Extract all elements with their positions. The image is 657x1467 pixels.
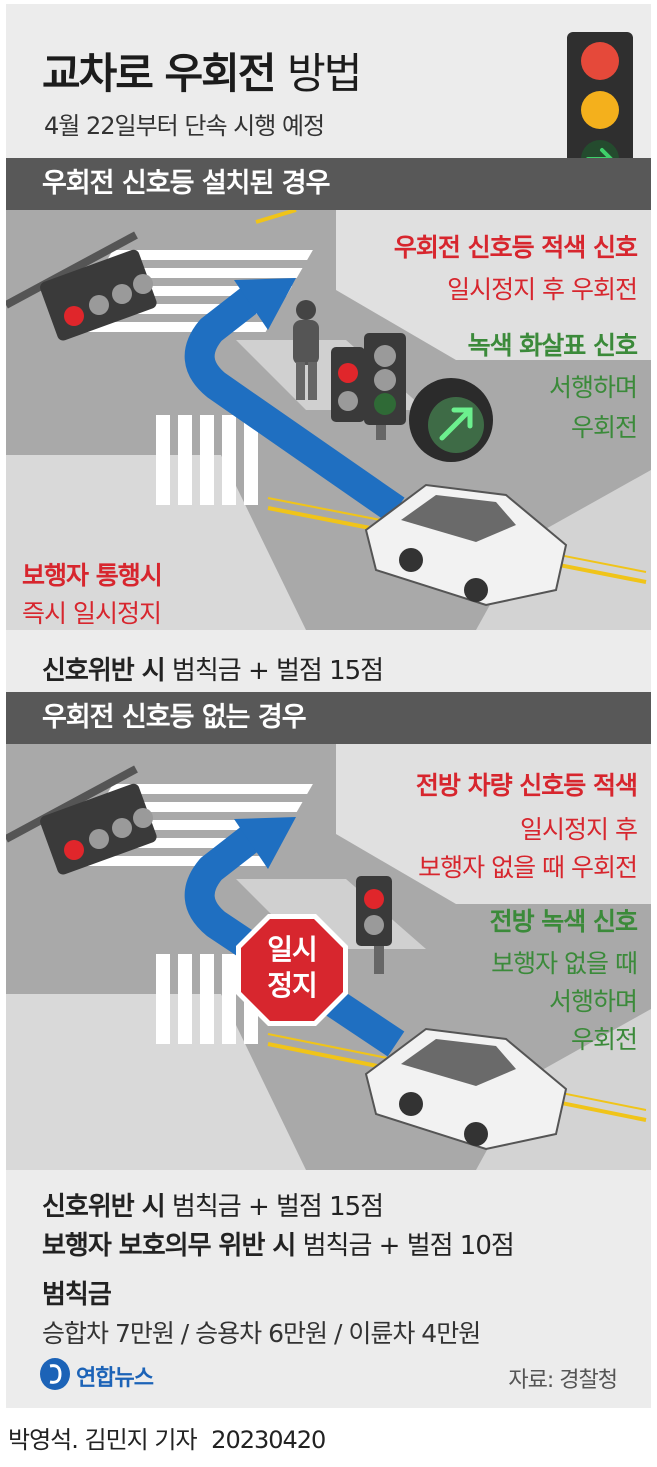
s1-pedestrian-desc: 즉시 일시정지 — [22, 599, 162, 628]
title-bold: 교차로 우회전 — [42, 49, 276, 98]
s2-front-green-desc-1: 보행자 없을 때 — [491, 949, 638, 978]
s1-green-arrow-desc-2: 우회전 — [570, 413, 638, 442]
car-icon — [364, 1027, 568, 1151]
page-title: 교차로 우회전 방법 — [42, 40, 362, 101]
section2-heading: 우회전 신호등 없는 경우 — [6, 692, 651, 744]
section1-heading: 우회전 신호등 설치된 경우 — [6, 158, 651, 210]
s2-penalty-1-bold: 신호위반 시 — [42, 1192, 166, 1222]
stop-sign-line2: 정지 — [267, 969, 318, 1002]
s1-green-arrow-title: 녹색 화살표 신호 — [467, 331, 638, 360]
car-icon — [364, 483, 568, 607]
s2-front-red-desc-2: 보행자 없을 때 우회전 — [418, 853, 638, 882]
s1-penalty: 신호위반 시 범칙금 + 벌점 15점 — [42, 650, 384, 687]
s2-front-green-desc-3: 우회전 — [570, 1025, 638, 1054]
stop-sign-line1: 일시 — [267, 933, 318, 966]
s2-penalty-2-bold: 보행자 보호의무 위반 시 — [42, 1231, 296, 1261]
infographic: 교차로 우회전 방법 4월 22일부터 단속 시행 예정 우회전 신호등 설치된… — [6, 4, 651, 1408]
s2-front-green-desc-2: 서행하며 — [548, 987, 638, 1016]
s2-penalty-2-rest: 범칙금 + 벌점 10점 — [302, 1231, 515, 1261]
s2-fine-title: 범칙금 — [42, 1280, 112, 1310]
logo-text: 연합뉴스 — [76, 1366, 154, 1391]
s1-red-signal-desc: 일시정지 후 우회전 — [447, 275, 638, 304]
title-light: 방법 — [287, 49, 362, 98]
section1-scene — [6, 210, 651, 630]
s2-fine-detail: 승합차 7만원 / 승용차 6만원 / 이륜차 4만원 — [42, 1319, 481, 1348]
source-text: 자료: 경찰청 — [508, 1368, 618, 1393]
s2-front-red-title: 전방 차량 신호등 적색 — [415, 771, 638, 800]
pedestrian-icon — [293, 300, 319, 400]
s2-front-red-desc-1: 일시정지 후 — [520, 815, 638, 844]
credit-line: 박영석. 김민지 기자 20230420 — [8, 1420, 326, 1455]
s2-front-green-title: 전방 녹색 신호 — [489, 907, 638, 936]
s2-penalty-1: 신호위반 시 범칙금 + 벌점 15점 — [42, 1186, 384, 1223]
s1-penalty-bold: 신호위반 시 — [42, 656, 166, 686]
s1-green-arrow-desc-1: 서행하며 — [548, 373, 638, 402]
credit-date: 20230420 — [211, 1426, 326, 1454]
s2-penalty-1-rest: 범칙금 + 벌점 15점 — [171, 1192, 384, 1222]
credit-band: 박영석. 김민지 기자 20230420 — [0, 1408, 657, 1467]
credit-authors: 박영석. 김민지 기자 — [8, 1426, 198, 1454]
yonhap-logo-icon — [40, 1358, 70, 1390]
s1-pedestrian-title: 보행자 통행시 — [22, 561, 163, 590]
s1-penalty-rest: 범칙금 + 벌점 15점 — [171, 656, 384, 686]
page-subtitle: 4월 22일부터 단속 시행 예정 — [44, 112, 325, 140]
s2-penalty-2: 보행자 보호의무 위반 시 범칙금 + 벌점 10점 — [42, 1225, 515, 1262]
s1-red-signal-title: 우회전 신호등 적색 신호 — [393, 233, 638, 262]
stop-sign-icon — [236, 914, 348, 1026]
